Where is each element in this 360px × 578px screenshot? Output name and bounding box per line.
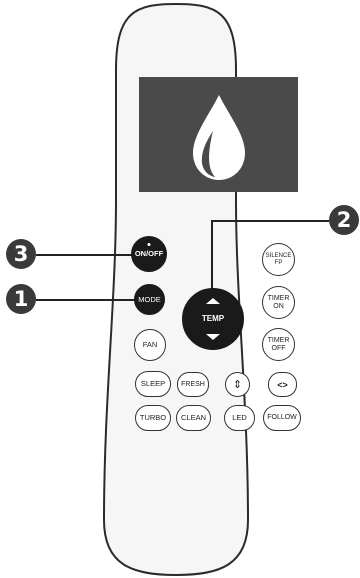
clean-button[interactable]: CLEAN (176, 405, 211, 431)
follow-button[interactable]: FOLLOW (263, 405, 301, 431)
display-screen (139, 77, 298, 192)
sleep-button[interactable]: SLEEP (135, 371, 171, 397)
temp-button[interactable]: TEMP (182, 288, 244, 350)
horizontal-swing-icon: <> (277, 379, 288, 390)
temp-up-arrow-icon[interactable] (206, 298, 220, 304)
callout-2-leader-horizontal (212, 220, 329, 222)
callout-badge-1: 1 (6, 284, 36, 314)
timer-on-button[interactable]: TIMER ON (262, 286, 295, 319)
silence-fp-button[interactable]: SILENCE FP (262, 243, 295, 276)
callout-badge-2: 2 (329, 205, 359, 235)
timer-off-button[interactable]: TIMER OFF (262, 328, 295, 361)
horizontal-swing-button[interactable]: <> (268, 372, 297, 397)
water-drop-icon (193, 95, 245, 180)
callout-2-leader-vertical (211, 220, 213, 290)
mode-button[interactable]: MODE (134, 284, 165, 315)
temp-down-arrow-icon[interactable] (206, 334, 220, 340)
vertical-swing-icon: ⇕ (232, 377, 243, 391)
fan-button[interactable]: FAN (134, 329, 166, 361)
turbo-button[interactable]: TURBO (135, 405, 171, 431)
callout-1-leader-line (36, 299, 136, 301)
power-indicator-dot (147, 243, 151, 246)
fresh-button[interactable]: FRESH (177, 372, 209, 397)
callout-3-leader-line (36, 254, 136, 256)
vertical-swing-button[interactable]: ⇕ (225, 372, 250, 397)
led-button[interactable]: LED (224, 405, 255, 431)
callout-badge-3: 3 (6, 239, 36, 269)
on-off-button[interactable]: ON/OFF (131, 236, 167, 272)
